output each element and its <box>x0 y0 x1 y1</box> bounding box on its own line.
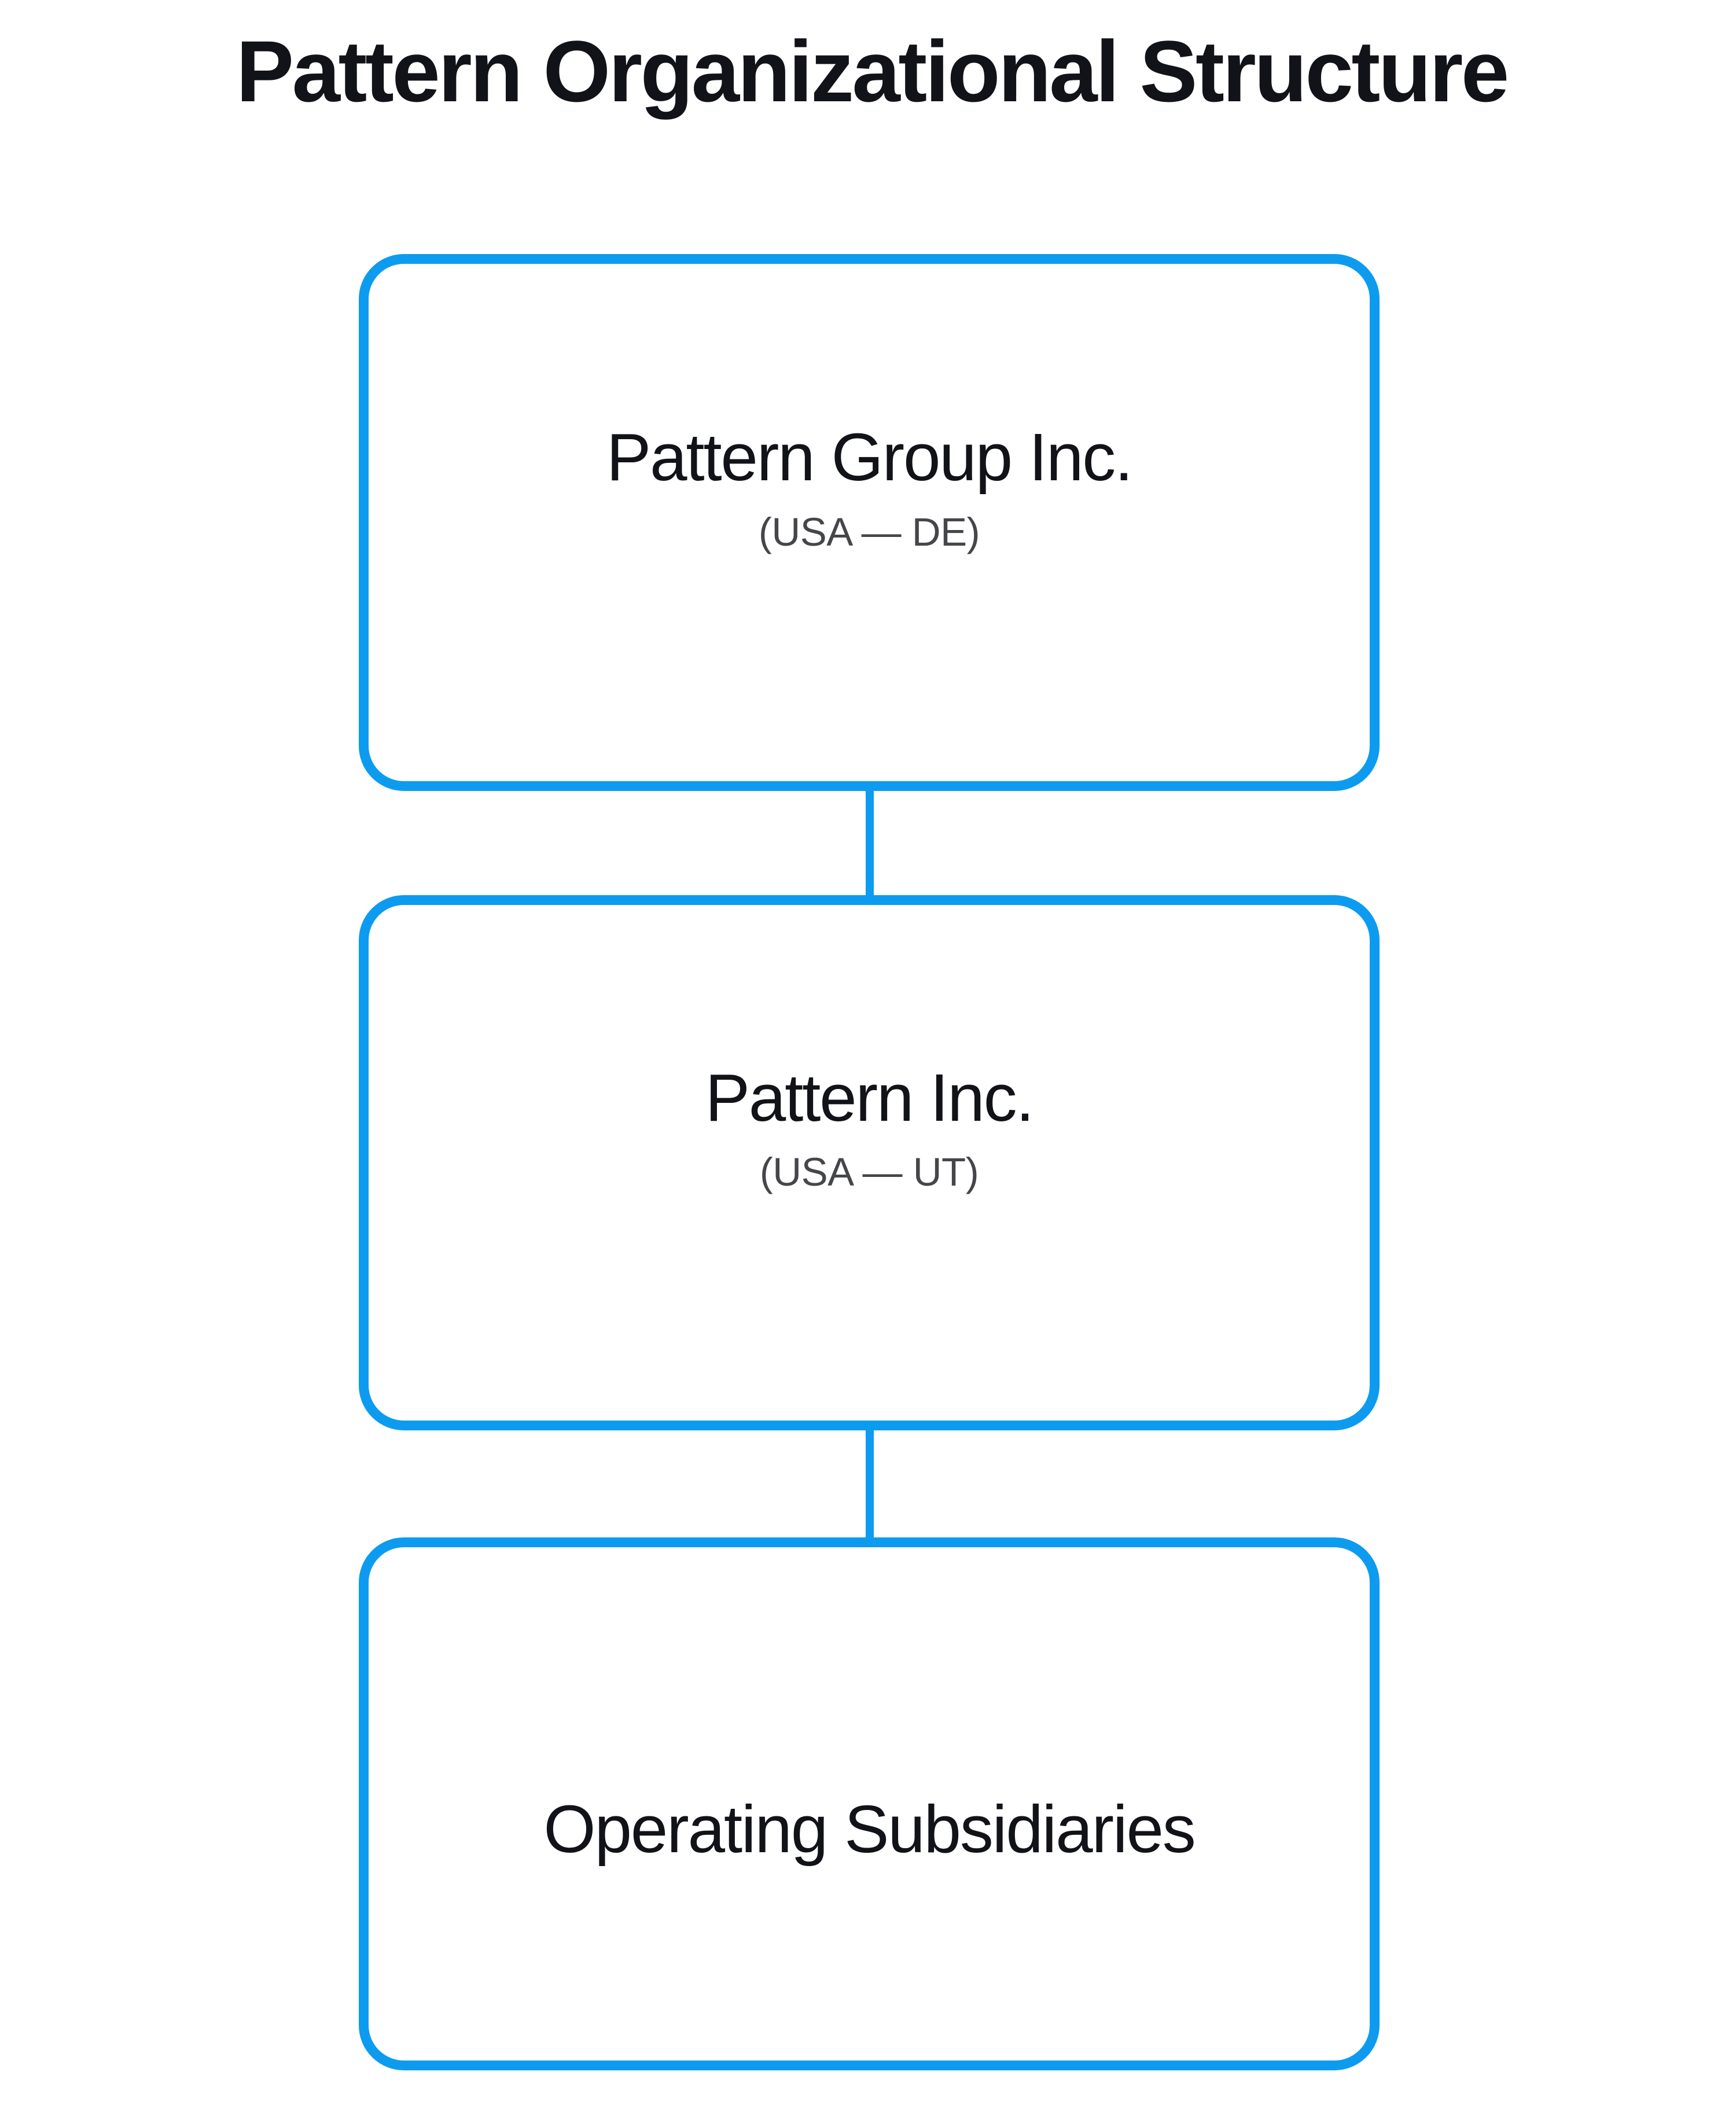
org-connector-line <box>866 1422 874 1544</box>
org-connector-line <box>866 782 874 901</box>
page-title: Pattern Organizational Structure <box>236 23 1509 120</box>
org-node-pattern-group-inc[interactable]: Pattern Group Inc. (USA — DE) <box>359 254 1380 791</box>
org-node-title: Operating Subsidiaries <box>543 1791 1196 1867</box>
org-node-subtitle: (USA — UT) <box>759 1150 979 1195</box>
org-node-subtitle: (USA — DE) <box>758 509 980 554</box>
org-node-operating-subsidiaries[interactable]: Operating Subsidiaries <box>359 1537 1380 2070</box>
org-node-title: Pattern Group Inc. <box>606 420 1133 495</box>
org-node-title: Pattern Inc. <box>705 1059 1035 1135</box>
org-node-pattern-inc[interactable]: Pattern Inc. (USA — UT) <box>359 895 1380 1430</box>
